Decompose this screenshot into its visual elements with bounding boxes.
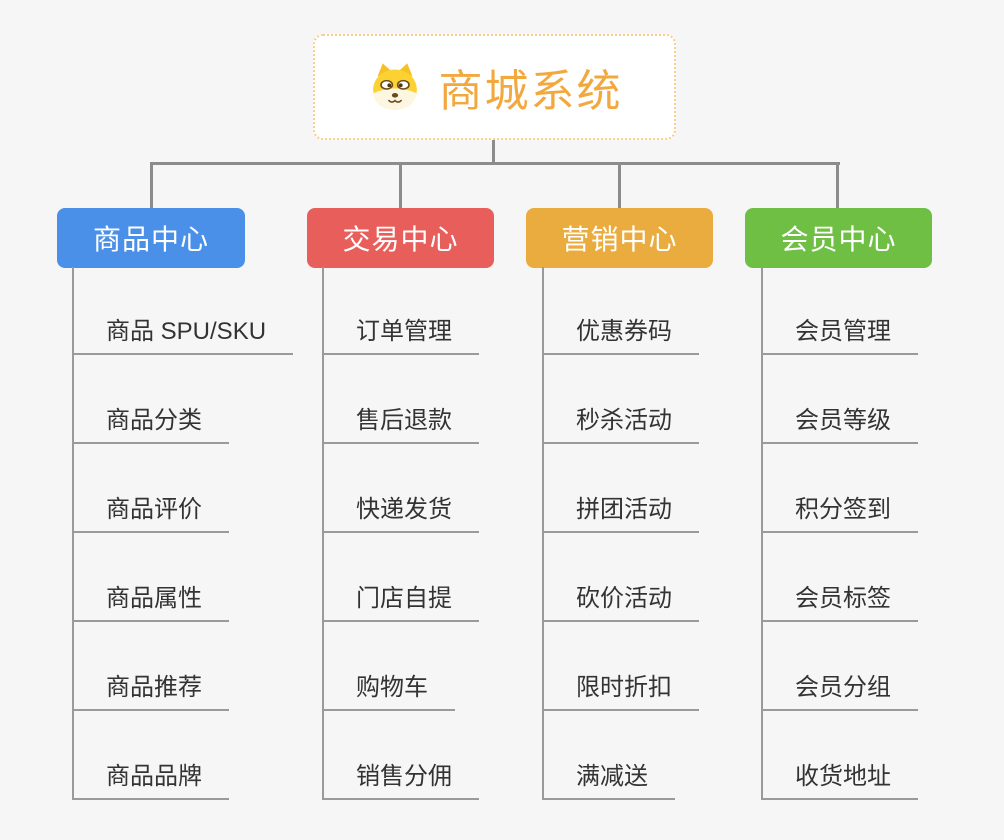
leaf-limited-time-discount[interactable]: 限时折扣 [542, 673, 699, 711]
branch-marketing-center[interactable]: 营销中心 [526, 208, 713, 268]
leaf-shopping-cart[interactable]: 购物车 [322, 673, 455, 711]
leaf-aftersale-refund[interactable]: 售后退款 [322, 406, 479, 444]
connector-spine-member [761, 267, 763, 800]
root-node[interactable]: 商城系统 [313, 34, 676, 140]
connector-spine-marketing [542, 267, 544, 800]
leaf-coupon-code[interactable]: 优惠券码 [542, 317, 699, 355]
leaf-product-review[interactable]: 商品评价 [72, 495, 229, 533]
leaf-group-buy[interactable]: 拼团活动 [542, 495, 699, 533]
leaf-shipping-address[interactable]: 收货地址 [761, 762, 918, 800]
leaf-product-spu-sku[interactable]: 商品 SPU/SKU [72, 317, 294, 355]
branch-trade-center[interactable]: 交易中心 [307, 208, 494, 268]
connector-drop-trade [399, 165, 402, 208]
leaf-product-recommend[interactable]: 商品推荐 [72, 673, 229, 711]
connector-main-horizontal [150, 162, 840, 165]
leaf-store-pickup[interactable]: 门店自提 [322, 584, 479, 622]
leaf-order-management[interactable]: 订单管理 [322, 317, 479, 355]
leaf-member-management[interactable]: 会员管理 [761, 317, 918, 355]
connector-drop-marketing [618, 165, 621, 208]
shiba-dog-icon [367, 59, 423, 115]
leaf-points-checkin[interactable]: 积分签到 [761, 495, 918, 533]
leaf-express-delivery[interactable]: 快递发货 [322, 495, 479, 533]
branch-member-center[interactable]: 会员中心 [745, 208, 932, 268]
branch-product-center[interactable]: 商品中心 [57, 208, 245, 268]
leaf-product-brand[interactable]: 商品品牌 [72, 762, 229, 800]
connector-drop-member [836, 165, 839, 208]
leaf-spend-and-save[interactable]: 满减送 [542, 762, 675, 800]
root-title: 商城系统 [438, 67, 623, 116]
leaf-product-category[interactable]: 商品分类 [72, 406, 229, 444]
leaf-member-level[interactable]: 会员等级 [761, 406, 918, 444]
leaf-member-group[interactable]: 会员分组 [761, 673, 918, 711]
connector-drop-product [150, 165, 153, 208]
connector-spine-trade [322, 267, 324, 800]
leaf-member-tag[interactable]: 会员标签 [761, 584, 918, 622]
leaf-flash-sale[interactable]: 秒杀活动 [542, 406, 699, 444]
connector-root-drop [492, 140, 495, 162]
leaf-bargain-activity[interactable]: 砍价活动 [542, 584, 699, 622]
leaf-sales-commission[interactable]: 销售分佣 [322, 762, 479, 800]
connector-spine-product [72, 267, 74, 800]
leaf-product-attribute[interactable]: 商品属性 [72, 584, 229, 622]
